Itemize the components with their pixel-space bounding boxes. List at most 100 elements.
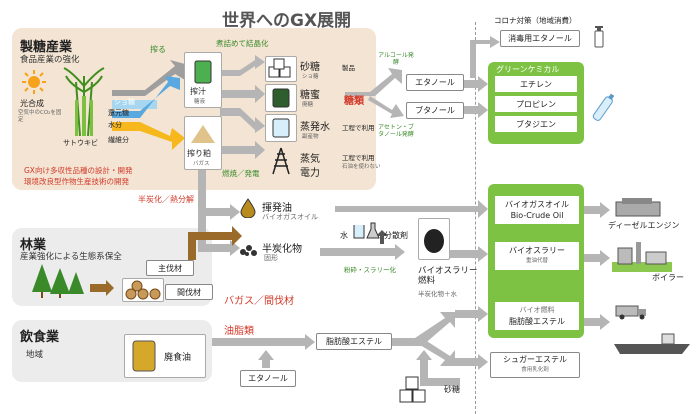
- forestry-subtitle: 産業強化による生態系保全: [20, 252, 122, 262]
- bio-slurry-label: バイオスラリー: [509, 246, 565, 255]
- boil-label: 煮詰めて結晶化: [216, 39, 269, 48]
- ship-icon: [612, 330, 692, 356]
- sugarcane-label: サトウキビ: [63, 139, 98, 147]
- butanol-box: ブタノール: [406, 102, 464, 119]
- process-use-label: 工程で利用: [342, 124, 375, 132]
- evap-sub: 副産物: [302, 134, 319, 140]
- bio-slurry-box: バイオスラリー 重油代替: [495, 242, 579, 270]
- water-label: 水: [340, 231, 348, 240]
- sugar-label: 砂糖: [300, 62, 320, 73]
- acetone-ferm-label: アセトン・ブタノール発酵: [378, 124, 414, 138]
- propylene-box: プロピレン: [495, 96, 577, 112]
- bio-slurry-sub: 重油代替: [525, 258, 548, 264]
- semi-carbide-sub: 固形: [264, 254, 278, 262]
- food-title: 飲食業: [20, 330, 60, 345]
- semi-carbide-icon: [238, 240, 260, 258]
- food-subtitle: 地域: [26, 350, 44, 360]
- bagasse-sub: バガス: [193, 161, 210, 167]
- component-water: 水分: [108, 121, 122, 129]
- diesel-label: ディーゼルエンジン: [608, 221, 680, 230]
- boiler-label: ボイラー: [652, 273, 684, 282]
- semi-carb-label: 半炭化／熱分解: [138, 195, 194, 204]
- volatile-sub: バイオガスオイル: [262, 213, 318, 221]
- sun-icon: [22, 70, 46, 94]
- semi-carbide-label: 半炭化物: [262, 244, 302, 255]
- disperse-label: 分散剤: [384, 231, 408, 240]
- evap-label: 蒸発水: [300, 122, 330, 133]
- ethanol-box: エタノール: [406, 74, 464, 91]
- waste-oil-label: 廃食油: [164, 353, 192, 363]
- slurry-fuel-sub: 半炭化物＋水: [418, 290, 457, 298]
- divider-line: [475, 22, 476, 414]
- bagasse-label: 搾り粕: [187, 149, 211, 158]
- component-reducing-sugar: 還元糖: [108, 109, 129, 117]
- bagasse-thumb: [184, 116, 222, 170]
- sugar-ester-label: シュガーエステル: [503, 355, 567, 364]
- sugars-label: 糖類: [344, 96, 364, 107]
- component-sucrose: ショ糖: [114, 98, 135, 106]
- page-title: 世界へのGX展開: [222, 11, 352, 31]
- volatile-label: 揮発油: [262, 203, 292, 214]
- forestry-title: 林業: [20, 238, 47, 253]
- butadiene-box: ブタジエン: [495, 116, 577, 132]
- bio-crude-label: Bio-Crude Oil: [510, 211, 564, 220]
- tree-icon: [30, 262, 84, 298]
- bio-fuel-label-2: 脂肪酸エステル: [509, 317, 565, 326]
- waste-oil-thumb: [124, 334, 206, 378]
- bagasse-thinning-label: バガス／間伐材: [224, 296, 294, 307]
- steam-label: 蒸気: [300, 154, 320, 165]
- sugarcane-icon: [62, 66, 106, 137]
- bio-fuel-label: バイオ燃料: [519, 306, 555, 314]
- burn-label: 燃焼／発電: [222, 169, 260, 178]
- sugar-ester-box: シュガーエステル 食用乳化剤: [490, 352, 580, 378]
- bottle-icon: [592, 24, 606, 48]
- disinfectant-ethanol-box: 消毒用エタノール: [500, 30, 580, 47]
- covid-label: コロナ対策（地域消費）: [494, 16, 577, 25]
- bio-fuel-box: バイオ燃料 脂肪酸エステル: [495, 302, 579, 330]
- engine-icon: [614, 196, 664, 218]
- volatile-drop-icon: [240, 198, 256, 219]
- beaker-icon: [352, 224, 366, 240]
- photosynthesis-label: 光合成: [20, 99, 44, 108]
- power-tower-icon: [268, 146, 294, 176]
- molasses-sub: 廃糖: [302, 102, 314, 108]
- biogas-oil-box: バイオガスオイル Bio-Crude Oil: [495, 196, 579, 224]
- flask-icon: [366, 222, 380, 240]
- co2-note: 空気中のCO₂を固定: [18, 110, 62, 123]
- main-logging-box: 主伐材: [146, 260, 194, 276]
- gx-note-2: 環境改良型作物生産技術の開発: [24, 177, 129, 186]
- sugar-ester-sub: 食用乳化剤: [521, 367, 549, 373]
- juice-sub: 糖液: [194, 99, 206, 105]
- alcohol-ferm-label: アルコール発酵: [378, 52, 414, 66]
- biogas-oil-label: バイオガスオイル: [505, 200, 569, 209]
- juice-thumb: [184, 52, 222, 108]
- evap-icon: [265, 114, 297, 142]
- sugar-sub: ショ糖: [302, 74, 319, 80]
- truck-icon: [614, 302, 650, 320]
- fats-label: 油脂類: [224, 326, 254, 337]
- thinning-box: 間伐材: [165, 284, 213, 300]
- component-fiber: 繊維分: [108, 136, 129, 144]
- sugar-label-2: 砂糖: [444, 385, 460, 394]
- sugar-cube-icon: [265, 56, 297, 82]
- grind-label: 粉砕・スラリー化: [344, 266, 396, 274]
- process-use-label-2: 工程で利用: [342, 154, 375, 162]
- sugar-industry-title: 製糖産業: [20, 40, 73, 55]
- fatty-ester-box: 脂肪酸エステル: [316, 333, 392, 350]
- squeeze-label: 搾る: [150, 45, 166, 54]
- ethanol-box-2: エタノール: [240, 370, 296, 387]
- slurry-fuel-label: バイオスラリー燃料: [418, 266, 478, 286]
- slurry-thumb: [418, 218, 450, 260]
- no-oil-label: 石油を使わない: [342, 164, 381, 170]
- sugar-industry-subtitle: 食品産業の強化: [20, 55, 80, 65]
- molasses-label: 糖蜜: [300, 90, 320, 101]
- product-label: 製品: [342, 64, 355, 72]
- sugar-cubes-icon-2: [396, 372, 436, 406]
- molasses-icon: [265, 84, 297, 112]
- logs-icon: [122, 278, 164, 302]
- gx-note-1: GX向け多収性品種の設計・開発: [24, 166, 133, 175]
- boiler-plant-icon: [612, 240, 672, 272]
- juice-label: 搾汁: [190, 87, 206, 96]
- power-label: 電力: [300, 168, 320, 179]
